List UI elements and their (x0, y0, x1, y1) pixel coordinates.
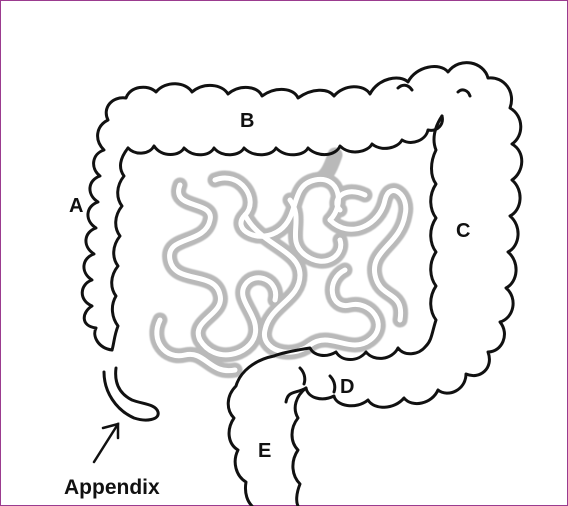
label-a: A (69, 195, 83, 217)
appendix-arrow (94, 424, 118, 462)
appendix-shape (104, 368, 158, 420)
label-appendix: Appendix (64, 476, 160, 499)
label-b: B (240, 110, 254, 132)
label-c: C (456, 220, 470, 242)
label-d: D (340, 376, 354, 398)
small-intestine (157, 155, 406, 371)
label-e: E (258, 440, 271, 462)
